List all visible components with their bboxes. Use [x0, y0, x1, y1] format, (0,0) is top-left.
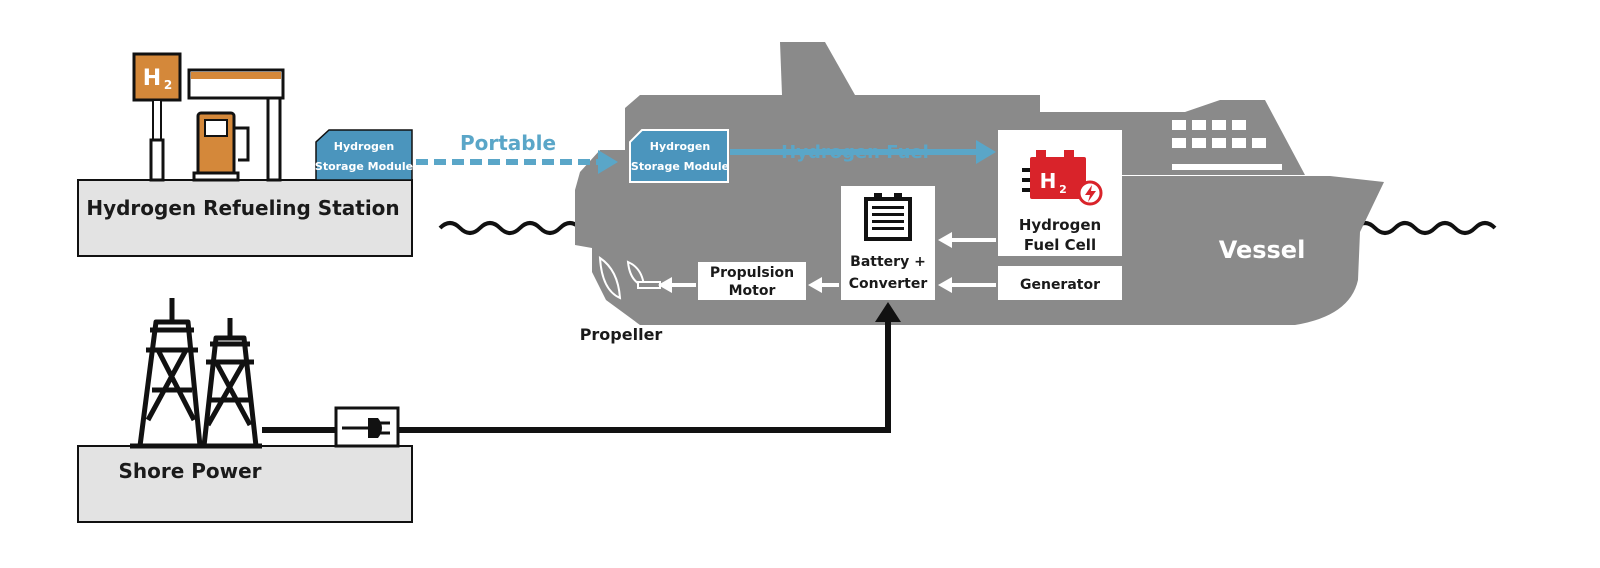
shore-power: Shore Power [77, 298, 413, 523]
plug-icon [334, 406, 400, 448]
vessel-storage-line2: Storage Module [631, 160, 729, 173]
propeller-label: Propeller [580, 325, 663, 344]
transmission-tower-icon [130, 298, 262, 449]
hydrogen-fuel-arrow [730, 140, 996, 164]
ship-superstructure [625, 95, 1305, 175]
vessel: Vessel Propeller Propulsion Motor [575, 42, 1384, 344]
propeller-icon [598, 256, 661, 300]
fuel-cell-label-line1: Hydrogen [1019, 216, 1101, 234]
station-storage-line2: Storage Module [315, 160, 413, 173]
fuel-pump-icon [192, 111, 250, 182]
battery-label-line1: Battery + [850, 254, 926, 270]
generator-box: Generator [998, 266, 1122, 300]
h2-sign-icon: H 2 [132, 52, 182, 182]
station-storage-line1: Hydrogen [334, 140, 394, 153]
shore-power-cable [262, 302, 901, 433]
shore-ground [77, 445, 413, 523]
ship-windows [1172, 120, 1282, 170]
refueling-station-label: Hydrogen Refueling Station [86, 196, 399, 220]
fuel-cell-icon: H 2 [1022, 150, 1103, 206]
canopy-icon [187, 68, 285, 182]
battery-converter-box: Battery + Converter [841, 186, 935, 300]
portable-label: Portable [460, 131, 556, 155]
vessel-storage-line1: Hydrogen [650, 140, 710, 153]
battery-icon [864, 193, 912, 241]
fuel-cell-box: H 2 Hydrogen Fuel Cell [998, 130, 1122, 256]
water-wave-right [1353, 221, 1497, 235]
vessel-label: Vessel [1219, 236, 1306, 264]
refueling-station: Hydrogen Refueling Station H 2 Hydrogen [77, 52, 413, 257]
generator-label: Generator [1020, 277, 1100, 293]
propulsion-motor-label-line1: Propulsion [710, 265, 794, 281]
shore-power-label: Shore Power [118, 459, 261, 483]
vessel-storage-module: Hydrogen Storage Module [629, 129, 729, 183]
propulsion-motor-label-line2: Motor [729, 283, 776, 299]
internal-flow-arrows [658, 232, 996, 293]
portable-arrow [416, 150, 618, 174]
fuel-cell-label-line2: Fuel Cell [1024, 236, 1096, 254]
h2-sign-sub: 2 [164, 78, 172, 92]
station-storage-module: Hydrogen Storage Module [315, 129, 413, 181]
fuel-cell-icon-h: H [1040, 169, 1057, 193]
refueling-ground [77, 179, 413, 257]
water-wave-left [438, 221, 582, 235]
propulsion-motor-box: Propulsion Motor [698, 262, 806, 300]
battery-label-line2: Converter [849, 276, 928, 292]
fuel-cell-icon-sub: 2 [1059, 183, 1067, 196]
hydrogen-fuel-label: Hydrogen Fuel [781, 142, 929, 163]
ship-funnel [780, 42, 855, 95]
h2-sign-h: H [143, 66, 161, 91]
